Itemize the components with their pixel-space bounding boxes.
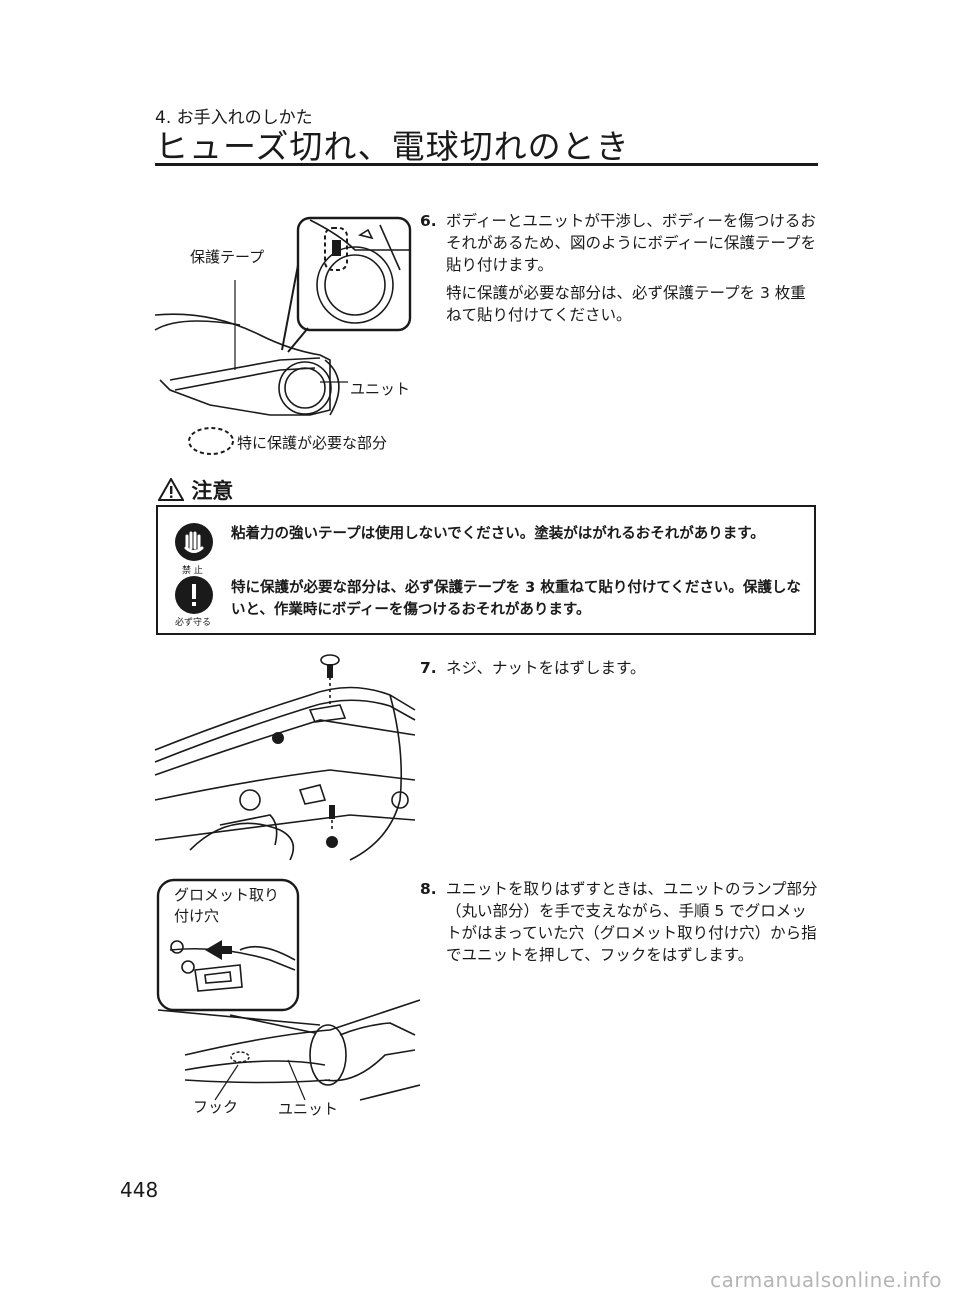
prohibited-caption: 禁 止 [182,566,203,576]
label-unit-2: ユニット [278,1100,339,1118]
caution-text-2: 特に保護が必要な部分は、必ず保護テープを 3 枚重ねて貼り付けてください。保護し… [231,580,801,618]
label-hook: フック [193,1098,239,1116]
step-8-text: ユニットを取りはずすときは、ユニットのランプ部分（丸い部分）を手で支えながら、手… [446,880,818,964]
caution-heading-text: 注意 [191,479,234,503]
step-7-text: ネジ、ナットをはずします。 [446,659,646,677]
label-grommet-line-1: グロメット取り [174,886,280,904]
step-6-text: ボディーとユニットが干渉し、ボディーを傷つけるおそれがあるため、図のようにボディ… [446,212,816,274]
caution-heading: 注意 [158,475,233,505]
figure-screw-nut [154,654,416,861]
legend-protection-area: 特に保護が必要な部分 [237,434,388,452]
page-title: ヒューズ切れ、電球切れのとき [155,127,630,166]
label-grommet-line-2: 付け穴 [174,907,220,925]
page-number: 448 [120,1178,159,1202]
step-6: 6. ボディーとユニットが干渉し、ボディーを傷つけるおそれがあるため、図のように… [420,210,820,332]
step-7: 7. ネジ、ナットをはずします。 [420,657,820,685]
step-7-number: 7. [420,659,437,677]
step-6-number: 6. [420,212,437,230]
label-protective-tape: 保護テープ [190,248,265,266]
figure-protective-tape [154,216,412,455]
title-rule [155,163,818,166]
mandatory-caption: 必ず守る [175,618,212,628]
warning-triangle-icon [158,478,184,501]
label-unit: ユニット [350,380,411,398]
prohibited-hand-icon [175,523,213,561]
section-heading: 4. お手入れのしかた [155,108,313,128]
step-8: 8. ユニットを取りはずすときは、ユニットのランプ部分（丸い部分）を手で支えなが… [420,878,820,972]
mandatory-icon [175,576,213,614]
watermark: carmanualsonline.info [710,1268,942,1292]
caution-box: 禁 止 必ず守る 粘着力の強いテープは使用しないでください。塗装がはがれるおそれ… [156,505,816,635]
step-8-number: 8. [420,880,437,898]
figure-unit-removal [156,878,420,1101]
step-6-note: 特に保護が必要な部分は、必ず保護テープを 3 枚重ねて貼り付けてください。 [446,284,806,324]
caution-text-1: 粘着力の強いテープは使用しないでください。塗装がはがれるおそれがあります。 [231,526,765,542]
